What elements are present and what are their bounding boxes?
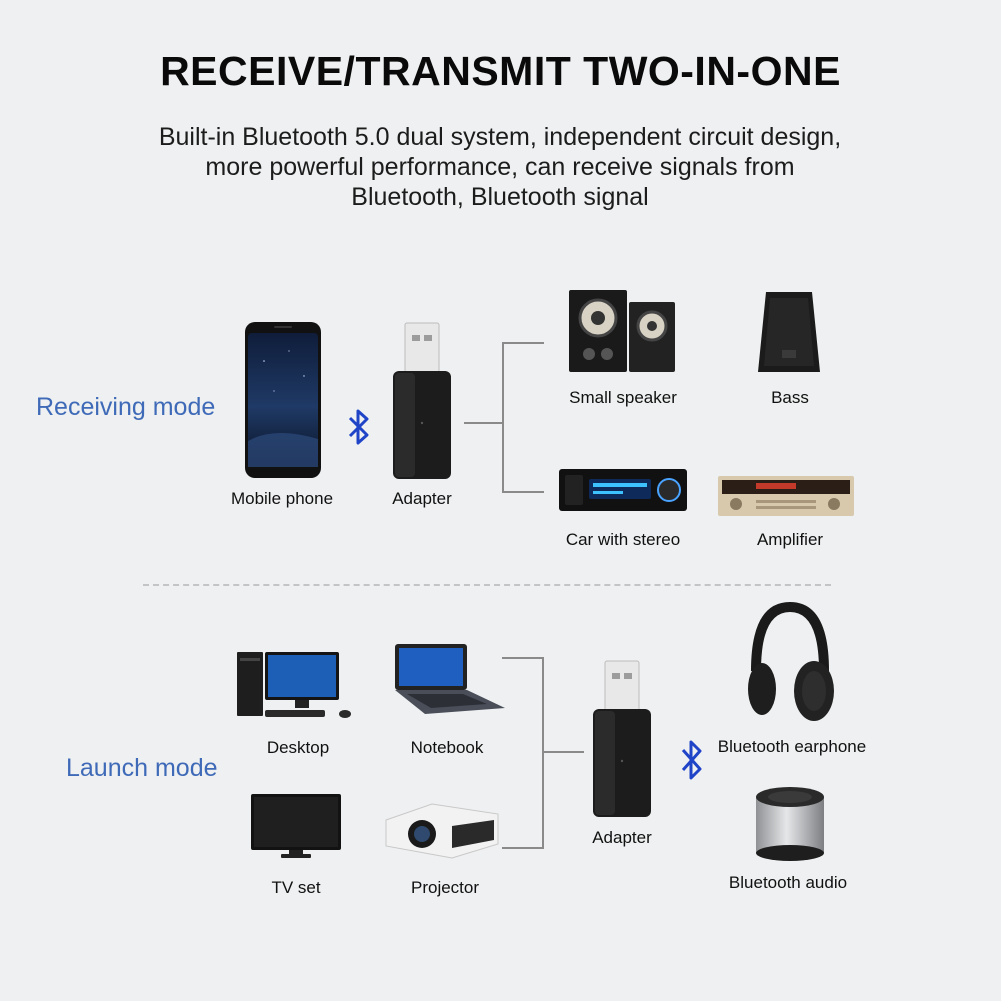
desktop-image xyxy=(235,650,361,722)
section-divider xyxy=(143,584,831,586)
connector-line xyxy=(542,657,544,849)
adapter-image xyxy=(391,321,453,481)
car-stereo-label: Car with stereo xyxy=(565,530,681,549)
bluetooth-icon xyxy=(347,407,371,447)
bass-label: Bass xyxy=(771,388,809,407)
adapter-label: Adapter xyxy=(392,489,452,508)
adapter-image xyxy=(591,659,653,819)
connector-line xyxy=(542,751,584,753)
page-subtitle: Built-in Bluetooth 5.0 dual system, inde… xyxy=(158,123,842,211)
bluetooth-audio-label: Bluetooth audio xyxy=(728,873,848,892)
small-speaker-label: Small speaker xyxy=(569,388,677,407)
small-speaker-image xyxy=(567,288,677,374)
bluetooth-icon xyxy=(680,738,704,782)
car-stereo-image xyxy=(557,467,689,513)
tv-set-image xyxy=(249,792,343,860)
projector-label: Projector xyxy=(410,878,480,897)
connector-line xyxy=(502,342,504,493)
adapter-label: Adapter xyxy=(592,828,652,847)
mobile-phone-label: Mobile phone xyxy=(230,489,334,508)
tv-set-label: TV set xyxy=(271,878,321,897)
desktop-label: Desktop xyxy=(266,738,330,757)
amplifier-image xyxy=(716,474,856,518)
receiving-mode-label: Receiving mode xyxy=(36,393,216,421)
bluetooth-earphone-label: Bluetooth earphone xyxy=(717,737,867,756)
connector-line xyxy=(502,657,544,659)
notebook-label: Notebook xyxy=(410,738,484,757)
connector-line xyxy=(502,847,544,849)
page-title: RECEIVE/TRANSMIT TWO-IN-ONE xyxy=(160,48,841,94)
bluetooth-audio-image xyxy=(752,783,828,863)
notebook-image xyxy=(387,642,507,716)
bass-image xyxy=(756,290,822,374)
launch-mode-label: Launch mode xyxy=(66,754,218,782)
mobile-phone-image xyxy=(244,321,322,479)
connector-line xyxy=(464,422,503,424)
connector-line xyxy=(502,491,544,493)
connector-line xyxy=(502,342,544,344)
amplifier-label: Amplifier xyxy=(756,530,824,549)
bluetooth-earphone-image xyxy=(744,601,836,725)
projector-image xyxy=(382,800,502,860)
